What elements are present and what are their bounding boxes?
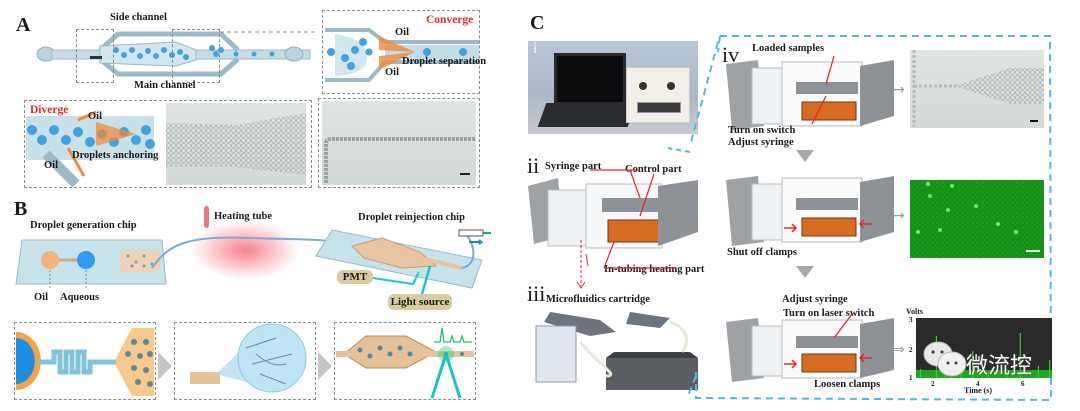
turn-on-switch-label: Turn on switch: [728, 125, 796, 136]
wechat-icon: [923, 341, 967, 377]
microfluidics-cartridge-cad: [535, 312, 698, 390]
panel-label-b: B: [14, 198, 28, 220]
step-down-arrow-2: [796, 266, 814, 278]
droplet-generation-chip: [15, 239, 167, 290]
workflow-arrow-1: [158, 352, 172, 380]
droplet-separation-label: Droplet separation: [402, 56, 487, 67]
plot-xtick-4: 4: [976, 380, 980, 388]
main-channel-label: Main channel: [134, 80, 196, 91]
droplet-generation-chip-label: Droplet generation chip: [30, 220, 137, 231]
step-down-arrow-1: [796, 150, 814, 162]
converge-oil-bottom-label: Oil: [385, 67, 400, 78]
droplet-reinjection-chip-label: Droplet reinjection chip: [358, 212, 465, 223]
microfluidics-cartridge-label: Microfluidics cartridge: [546, 294, 650, 305]
ii-to-iii-arrow: [576, 240, 586, 289]
diverge-oil-top-label: Oil: [88, 111, 103, 122]
light-source-badge: Light source: [388, 294, 452, 310]
droplet-reinjection-chip: [315, 229, 483, 295]
panel-label-c: C: [530, 12, 545, 34]
result-arrow-1: →: [893, 82, 905, 98]
converge-micrograph: [322, 101, 476, 185]
droplet-generation-diagram: [16, 328, 154, 396]
instrument-cad-step3: [726, 313, 894, 382]
diverge-illustration: [26, 110, 155, 188]
syringe-icon: [458, 229, 491, 245]
subpanel-label-iv: iv: [722, 42, 740, 67]
loaded-samples-label: Loaded samples: [752, 43, 825, 54]
detection-diagram: [336, 327, 474, 399]
plot-xlabel: Time (s): [964, 386, 993, 395]
adjust-syringe-label-1: Adjust syringe: [728, 137, 794, 148]
droplet-reinjection-micrograph: [910, 50, 1044, 128]
thermometer-icon: [204, 206, 209, 228]
panel-label-a: A: [16, 14, 31, 36]
loosen-clamps-label: Loosen clamps: [814, 379, 881, 390]
diverge-micrograph: [166, 103, 306, 185]
droplet-device: [626, 67, 690, 123]
converge-box: [322, 10, 480, 94]
workflow-step-3-box: [334, 322, 476, 400]
turn-on-laser-switch-label: Turn on laser switch: [783, 308, 875, 319]
heating-glow: [190, 220, 300, 280]
laptop-screen: [554, 53, 626, 105]
converge-micrograph-box: [318, 98, 480, 188]
diverge-title: Diverge: [30, 104, 69, 116]
subpanel-label-i: i: [533, 40, 538, 57]
result-arrow-2: →: [893, 208, 905, 224]
i-to-iv-connector: [687, 41, 719, 397]
converge-illustration: [325, 28, 479, 82]
heating-tube-label: Heating tube: [214, 211, 273, 222]
fluorescence-micrograph: [910, 180, 1044, 258]
diverge-box: [24, 100, 312, 188]
laptop-keyboard: [537, 103, 637, 127]
ii-callout-lines: [590, 169, 676, 269]
instrument-photo: [528, 41, 698, 134]
syringe-part-label: Syringe part: [545, 161, 602, 172]
plot-noise-baseline: [916, 370, 1052, 378]
plot-xtick-6: 6: [1021, 380, 1025, 388]
pmt-beam: [372, 271, 420, 286]
diverge-oil-bottom-label: Oil: [44, 160, 59, 171]
plot-ytick-3: 3: [909, 316, 913, 324]
subpanel-label-ii: ii: [527, 153, 540, 178]
in-tubing-heating-part-label: In-tubing heating part: [604, 264, 705, 275]
instrument-cad-step1: [726, 55, 894, 130]
shut-off-clamps-label: Shut off clamps: [727, 247, 798, 258]
side-channel-label: Side channel: [110, 12, 167, 23]
droplets-anchoring-label: Droplets anchoring: [72, 150, 159, 161]
aqueous-label: Aqueous: [60, 292, 100, 303]
pmt-badge: PMT: [337, 270, 373, 284]
panel-a-connector-arrow: [220, 31, 318, 33]
control-part-label: Control part: [625, 164, 682, 175]
watermark-text: 微流控: [966, 354, 1033, 379]
plot-ytick-1: 1: [909, 374, 913, 382]
subpanel-label-iii: iii: [527, 281, 546, 306]
diverge-zoom-box: [76, 29, 114, 83]
result-arrow-3: ⇒: [893, 342, 905, 358]
workflow-arrow-2: [318, 352, 332, 380]
panel-a-chip-overview: [36, 31, 311, 77]
workflow-step-1-box: [14, 322, 156, 400]
adjust-syringe-label-2: Adjust syringe: [782, 294, 848, 305]
instrument-cad-ii: [528, 178, 698, 267]
plot-xtick-2: 2: [931, 380, 935, 388]
converge-title: Converge: [426, 14, 474, 26]
workflow-step-2-box: [174, 322, 316, 400]
instrument-cad-step2: [726, 176, 894, 246]
plot-ylabel: Volts: [906, 307, 924, 316]
plot-ytick-2: 2: [909, 346, 913, 354]
iv-dashed-border: [667, 35, 1053, 402]
converge-oil-top-label: Oil: [395, 27, 410, 38]
pcr-amplification-diagram: [190, 323, 307, 393]
converge-zoom-box: [172, 29, 220, 83]
oil-label: Oil: [34, 292, 49, 303]
